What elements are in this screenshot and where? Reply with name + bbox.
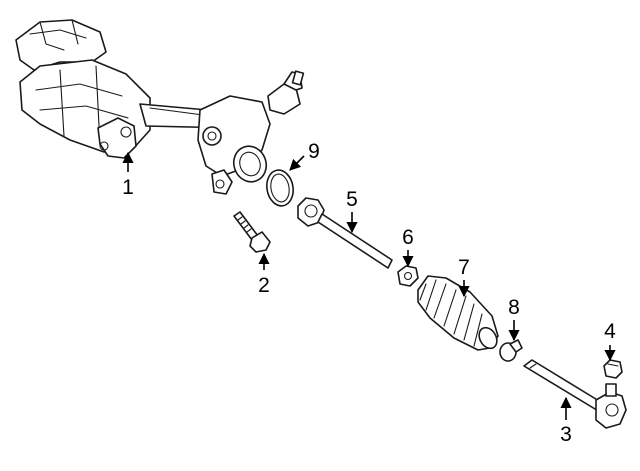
callout-2: 2 <box>258 274 270 297</box>
callout-8: 8 <box>508 296 520 319</box>
callout-9: 9 <box>308 140 320 163</box>
outer-tie-rod-end <box>523 359 627 429</box>
steering-gear-assembly <box>15 19 305 195</box>
callout-labels: 1 2 3 4 5 6 7 8 9 <box>122 140 616 446</box>
callout-5: 5 <box>346 188 358 211</box>
leader-9 <box>289 155 305 171</box>
callout-3: 3 <box>560 423 572 446</box>
rack-boot <box>417 275 499 351</box>
callout-7: 7 <box>458 256 470 279</box>
inner-tie-rod <box>297 197 393 269</box>
callout-6: 6 <box>402 226 414 249</box>
castle-nut <box>603 359 623 379</box>
callout-4: 4 <box>604 320 616 343</box>
leader-lines <box>122 151 616 420</box>
o-ring <box>266 169 294 207</box>
boot-clamp <box>499 339 523 362</box>
jam-nut <box>397 265 419 287</box>
callout-1: 1 <box>122 176 134 199</box>
bolt <box>233 211 271 253</box>
